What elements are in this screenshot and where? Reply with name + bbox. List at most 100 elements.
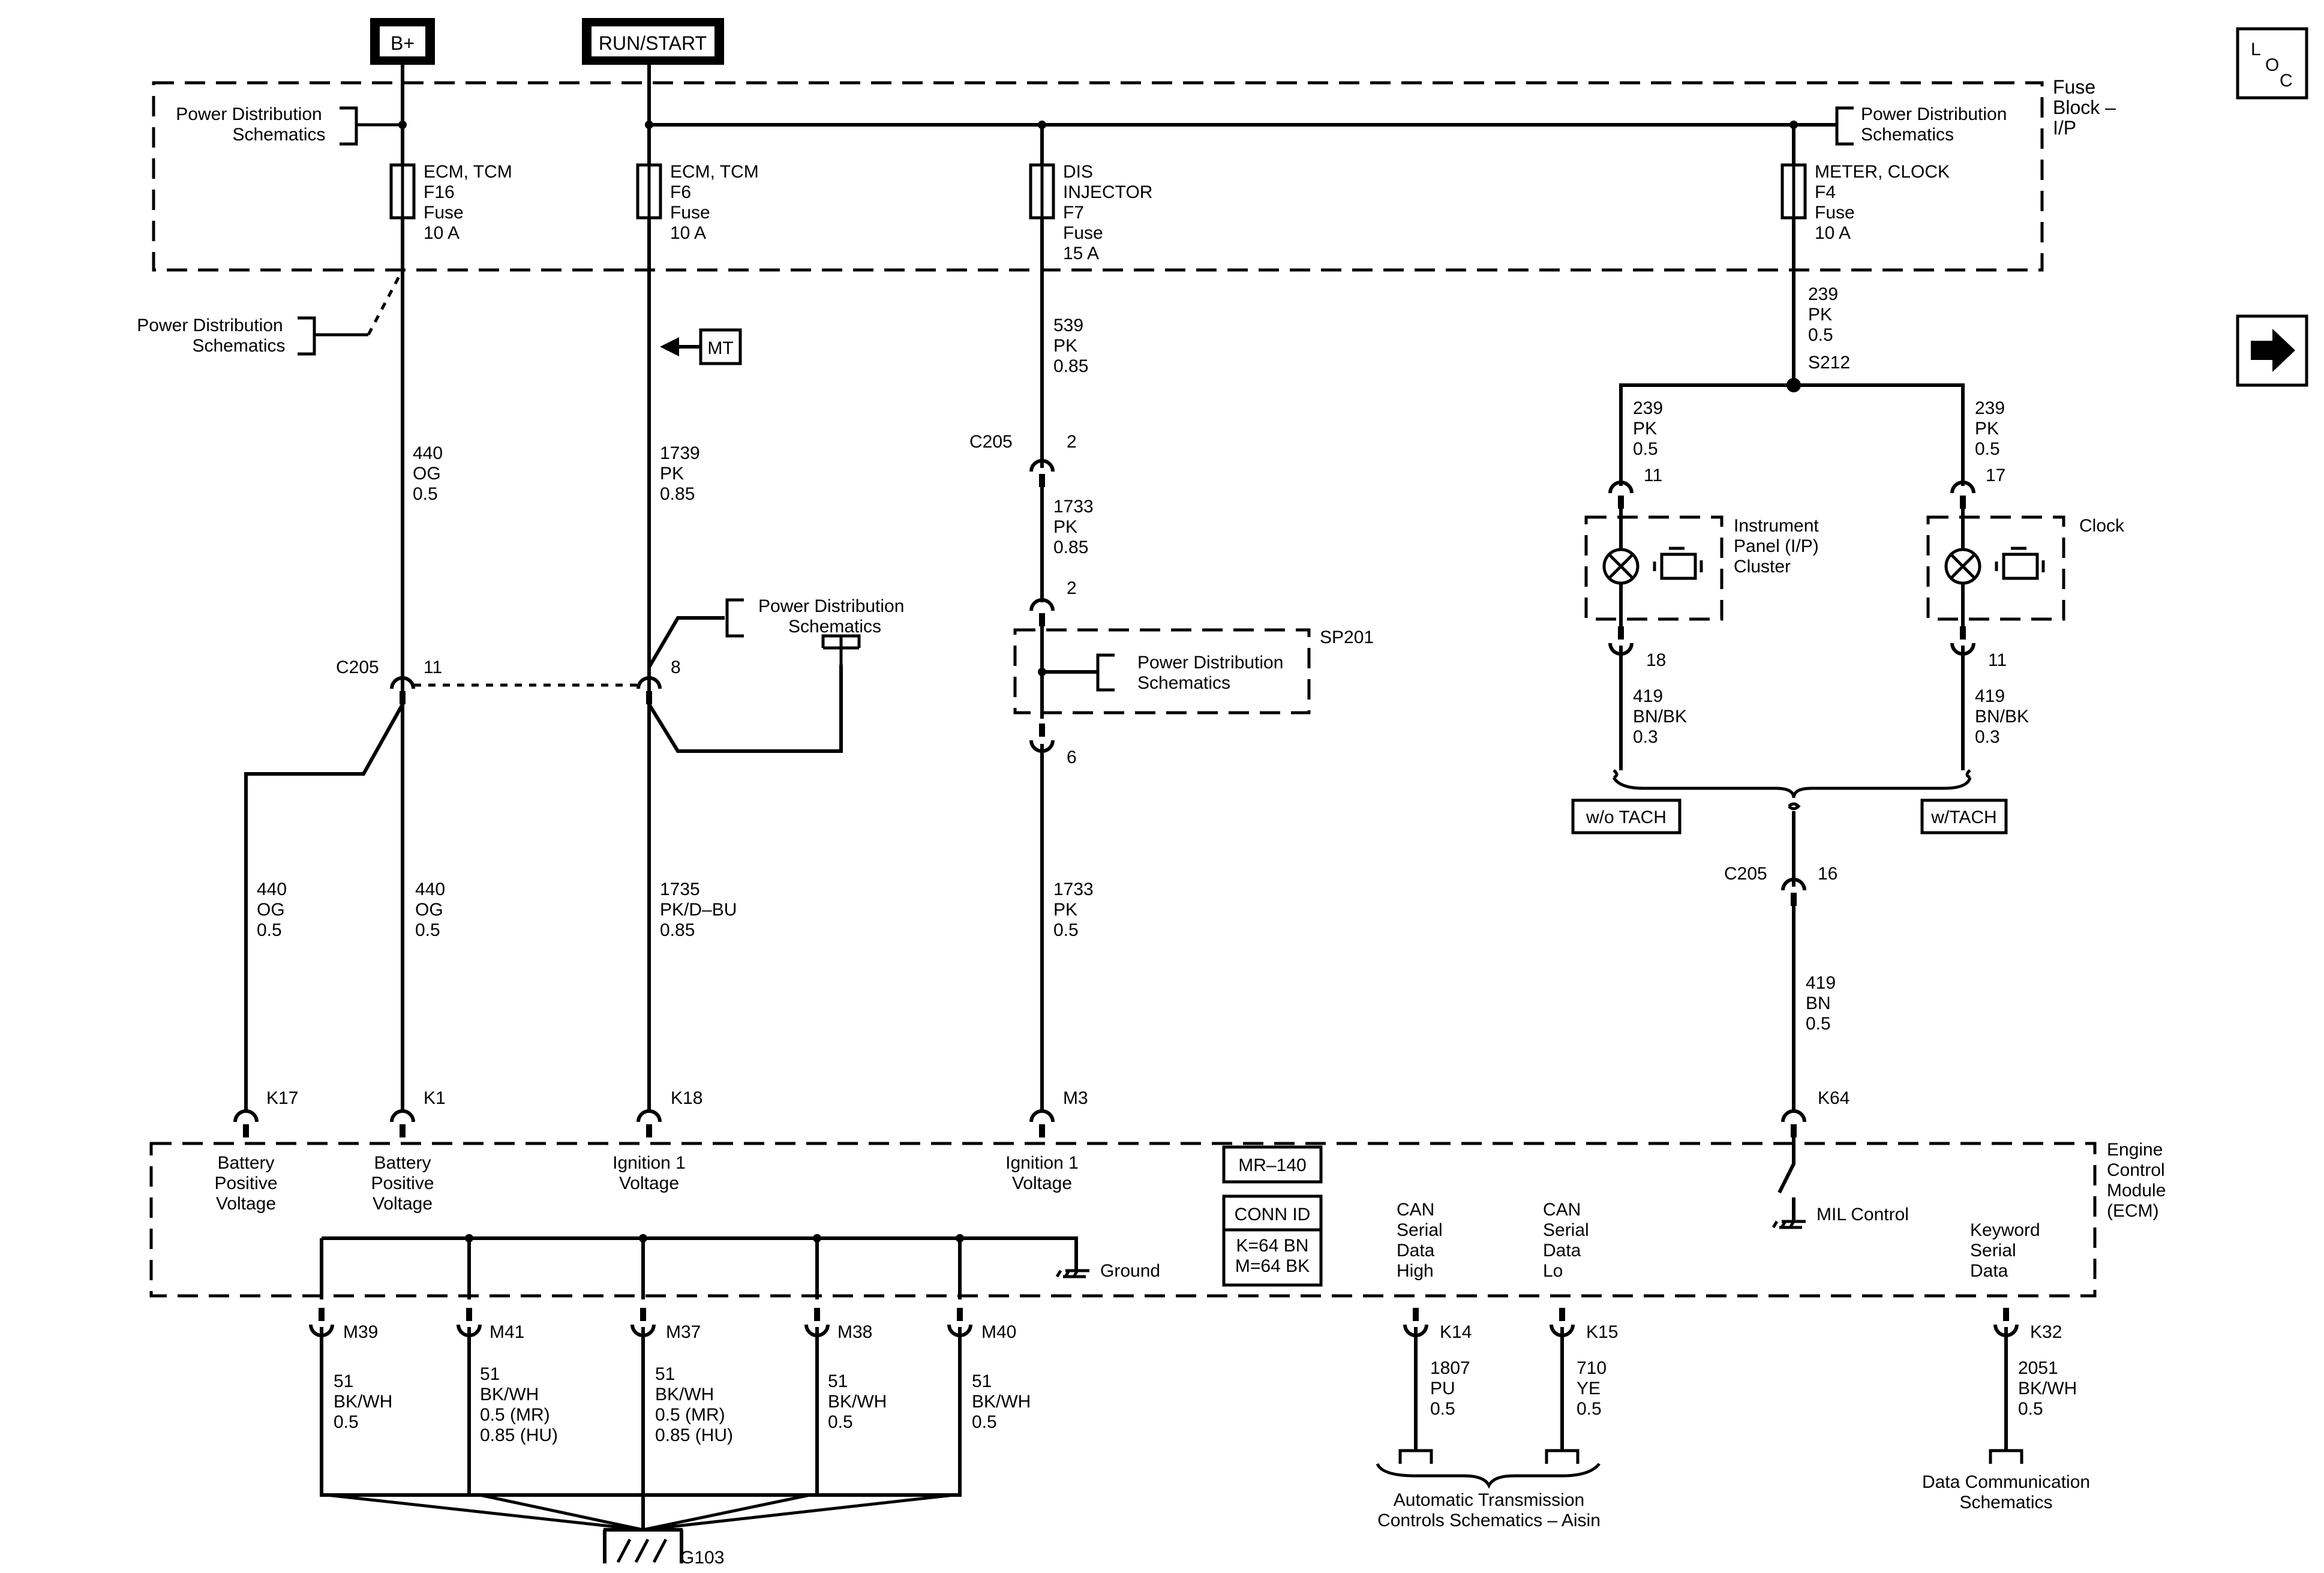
- wire-size: 0.5: [413, 484, 438, 504]
- ipc-label-2: Panel (I/P): [1734, 536, 1819, 556]
- wire-label-440-upper: 440 OG 0.5: [413, 443, 443, 504]
- connector-clock-pin17: 17: [1950, 466, 2005, 509]
- label-line: Voltage: [1012, 1173, 1072, 1193]
- wire-color: PK/D–BU: [660, 900, 737, 920]
- wire-size: 0.5: [1577, 1399, 1602, 1419]
- label-line: Data: [1397, 1241, 1435, 1260]
- label-line: Serial: [1543, 1220, 1589, 1240]
- ecm-outline: [149, 1142, 2097, 1298]
- ground-drops: [320, 1238, 962, 1299]
- tach-option-brace: w/o TACH w/TACH: [1571, 769, 2008, 834]
- fuse-block-label-1: Fuse: [2053, 76, 2095, 98]
- pds-label-b: Schematics: [788, 617, 881, 637]
- ecm-keyword-label: Keyword Serial Data: [1970, 1220, 2040, 1281]
- ecm-pin-k1: K1: [390, 1088, 446, 1137]
- next-page-button[interactable]: [2236, 314, 2308, 387]
- wire-color: PK: [1053, 900, 1077, 920]
- atcs-label-1: Automatic Transmission: [1394, 1490, 1584, 1510]
- wire-size: 0.5: [1975, 439, 2000, 459]
- wire-size: 0.85: [1053, 356, 1088, 376]
- fuse-f7: DIS INJECTOR F7 Fuse 15 A: [1029, 162, 1152, 263]
- fuse-f6-id: F6: [670, 182, 691, 202]
- pin-label: K32: [2030, 1322, 2062, 1342]
- wire-size: 0.85: [660, 920, 695, 940]
- wire-circuit: 539: [1053, 316, 1083, 335]
- ecm-mr140-box: MR–140: [1222, 1145, 1323, 1184]
- ground-converge: [326, 1493, 954, 1532]
- pds-ref-top-left: Power Distribution Schematics: [176, 104, 403, 146]
- pin-number: 2: [1067, 432, 1077, 452]
- dcs-ref: Data Communication Schematics: [1922, 1449, 2090, 1512]
- loc-letter-l: L: [2251, 40, 2261, 59]
- wire-circuit: 440: [415, 879, 445, 899]
- wire-label-m40: 51 BK/WH 0.5: [972, 1371, 1031, 1432]
- ecm-can-high-label: CAN Serial Data High: [1397, 1200, 1443, 1281]
- fuse-f4-id: F4: [1815, 182, 1836, 202]
- wire-circuit: 419: [1975, 686, 2005, 706]
- dcs-label-2: Schematics: [1959, 1493, 2052, 1512]
- wire-size: 0.5: [1053, 920, 1079, 940]
- ecm-pin-m41: M41: [457, 1308, 524, 1342]
- wire-label-1733-lower: 1733 PK 0.5: [1053, 879, 1094, 940]
- dcs-label-1: Data Communication: [1922, 1472, 2090, 1492]
- ecm-battery-label-k17: Battery Positive Voltage: [214, 1153, 277, 1214]
- ecm-ignition-label-k18: Ignition 1 Voltage: [612, 1153, 686, 1193]
- wire-size: 0.5: [257, 920, 282, 940]
- conn-id-value: K=64 BN: [1236, 1236, 1309, 1256]
- pin-label: M3: [1063, 1088, 1088, 1108]
- pin-number: 16: [1818, 864, 1837, 884]
- wire-circuit: 51: [972, 1371, 992, 1391]
- label-line: Data: [1543, 1241, 1581, 1260]
- connector-c205-pin16: C205 16: [1724, 864, 1837, 906]
- wire-label-239-main: 239 PK 0.5: [1808, 284, 1838, 345]
- pin-number: 2: [1067, 578, 1077, 598]
- wire-label-539: 539 PK 0.85: [1053, 316, 1088, 376]
- wire-size: 0.5: [334, 1412, 359, 1432]
- pds-label-a: Power Distribution: [176, 104, 322, 124]
- pds-ref-top-right: Power Distribution Schematics: [1835, 104, 2007, 146]
- label-line: Positive: [214, 1173, 277, 1193]
- label-line: CAN: [1543, 1200, 1581, 1220]
- ground-name: G103: [680, 1548, 724, 1568]
- wire-label-419-ipc: 419 BN/BK 0.3: [1633, 686, 1687, 747]
- wire-circuit: 419: [1806, 973, 1836, 993]
- wire-circuit: 710: [1577, 1358, 1607, 1378]
- pin-label: K14: [1440, 1322, 1472, 1342]
- label-line: Keyword: [1970, 1220, 2040, 1240]
- wire-size: 0.85: [1053, 538, 1088, 557]
- wire-color: BK/WH: [334, 1392, 392, 1412]
- label-line: Serial: [1397, 1220, 1443, 1240]
- fuse-f16: ECM, TCM F16 Fuse 10 A: [389, 162, 512, 243]
- ground-g103: G103: [603, 1528, 724, 1568]
- wire-circuit: 1735: [660, 879, 700, 899]
- wire-size: 0.3: [1633, 727, 1658, 747]
- pin-number: 17: [1986, 466, 2005, 485]
- wire-label-1735: 1735 PK/D–BU 0.85: [660, 879, 737, 940]
- fuse-f6-name: ECM, TCM: [670, 162, 759, 182]
- wire-size: 0.5: [1808, 325, 1833, 345]
- wire-circuit: 51: [655, 1364, 675, 1384]
- ecm-ignition-label-m3: Ignition 1 Voltage: [1005, 1153, 1079, 1193]
- arrow-right-icon: [2251, 329, 2295, 372]
- label-line: Serial: [1970, 1241, 2016, 1260]
- data-bus-wires: [1414, 1327, 2008, 1451]
- pin-label: M38: [837, 1322, 872, 1342]
- wire-color: BK/WH: [828, 1392, 887, 1412]
- label-line: High: [1397, 1261, 1434, 1281]
- pin-number: 8: [671, 658, 681, 677]
- mt-label: MT: [707, 338, 733, 358]
- ecm-pin-k18: K18: [636, 1088, 702, 1137]
- connector-c205-pin8: 8: [636, 658, 681, 704]
- pds-ref-left-outside: Power Distribution Schematics: [137, 269, 404, 356]
- fuse-f7-name-2: INJECTOR: [1063, 182, 1152, 202]
- pds-label-b: Schematics: [192, 336, 285, 356]
- fuse-block-label: Fuse Block – I/P: [2053, 76, 2116, 139]
- ecm-mil-control: MIL Control: [1771, 1137, 1909, 1229]
- conn-id-label: CONN ID: [1235, 1205, 1311, 1224]
- ecm-battery-label-k1: Battery Positive Voltage: [371, 1153, 434, 1214]
- mil-label: MIL Control: [1816, 1205, 1909, 1224]
- wire-size: 0.5: [2018, 1399, 2043, 1419]
- location-button[interactable]: L O C: [2236, 27, 2308, 100]
- ecm-pin-k14: K14: [1403, 1308, 1472, 1342]
- wire-color: BK/WH: [2018, 1379, 2077, 1398]
